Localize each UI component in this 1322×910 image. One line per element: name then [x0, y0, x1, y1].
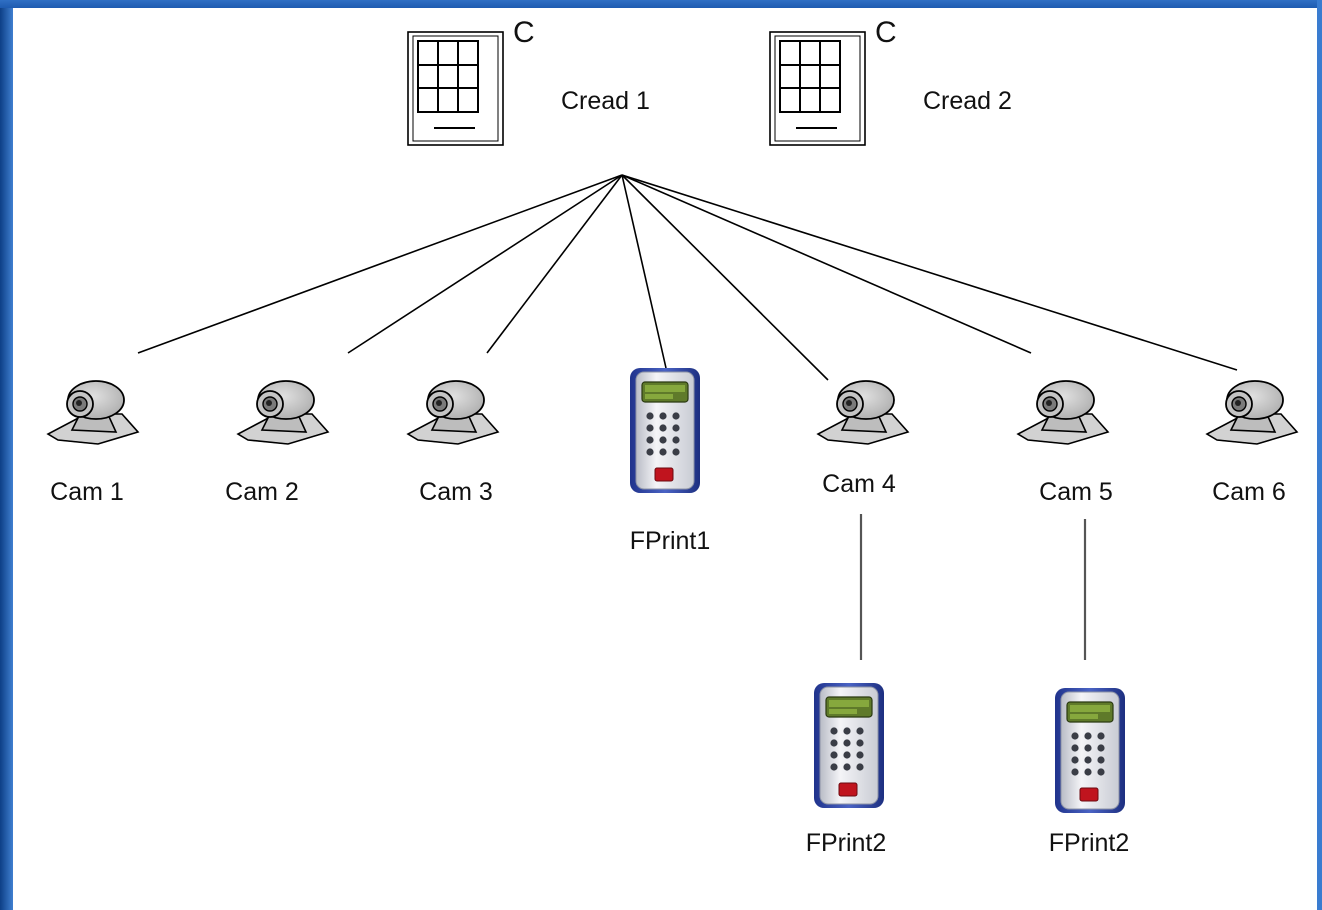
controller-cread-1: C Cread 1: [407, 16, 650, 146]
link-hub-cam6: [621, 174, 1238, 371]
webcam-icon: [1017, 380, 1109, 445]
controller-badge: C: [875, 16, 897, 49]
fingerprint-reader-icon: [629, 367, 701, 494]
slide-border-top: [0, 0, 1322, 8]
fingerprint-reader-fprint1: FPrint1: [629, 367, 711, 555]
camera-label: Cam 4: [822, 470, 896, 498]
camera-label: Cam 2: [225, 478, 299, 506]
camera-cam-5: Cam 5: [1017, 380, 1113, 506]
link-hub-cam4: [621, 174, 829, 381]
webcam-icon: [237, 380, 329, 445]
camera-cam-2: Cam 2: [225, 380, 329, 506]
link-hub-fprint1: [621, 174, 667, 369]
camera-cam-1: Cam 1: [47, 380, 139, 506]
link-hub-cam1: [137, 174, 623, 354]
camera-label: Cam 1: [50, 478, 124, 506]
link-hub-cam5: [621, 174, 1032, 354]
link-hub-cam3: [486, 174, 623, 354]
webcam-icon: [1206, 380, 1298, 445]
controller-label: Cread 2: [923, 87, 1012, 115]
slide-border-left: [0, 0, 13, 910]
reader-label: FPrint1: [630, 527, 711, 555]
camera-label: Cam 6: [1212, 478, 1286, 506]
controller-badge: C: [513, 16, 535, 49]
camera-label: Cam 3: [419, 478, 493, 506]
camera-cam-4: Cam 4: [817, 380, 909, 498]
camera-cam-3: Cam 3: [407, 380, 499, 506]
fingerprint-reader-fprint2-b: FPrint2: [1049, 687, 1130, 857]
fingerprint-reader-fprint2-a: FPrint2: [806, 682, 887, 857]
keypad-controller-icon: [769, 31, 866, 146]
link-hub-cam2: [347, 174, 623, 354]
webcam-icon: [47, 380, 139, 445]
camera-cam-6: Cam 6: [1206, 380, 1298, 506]
webcam-icon: [817, 380, 909, 445]
reader-label: FPrint2: [1049, 829, 1130, 857]
keypad-controller-icon: [407, 31, 504, 146]
webcam-icon: [407, 380, 499, 445]
slide-border-right: [1317, 0, 1322, 910]
fingerprint-reader-icon: [813, 682, 885, 809]
reader-label: FPrint2: [806, 829, 887, 857]
controller-label: Cread 1: [561, 87, 650, 115]
controller-cread-2: C Cread 2: [769, 16, 1012, 146]
connection-lines: [137, 174, 1238, 660]
fingerprint-reader-icon: [1054, 687, 1126, 814]
camera-label: Cam 5: [1039, 478, 1113, 506]
